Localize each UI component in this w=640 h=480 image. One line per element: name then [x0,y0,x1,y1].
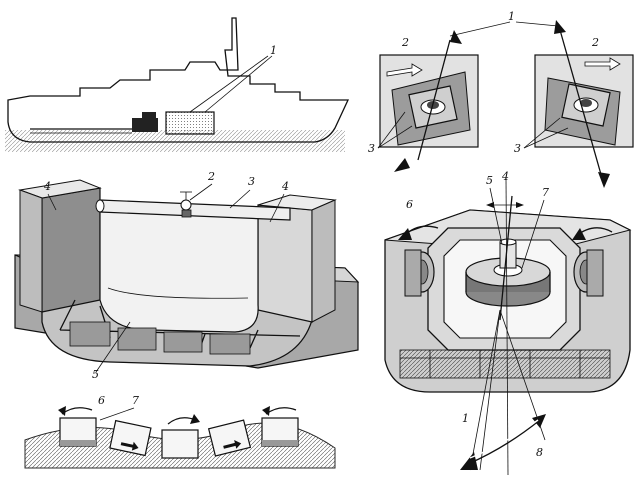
label-4-gyro: 4 [501,170,509,183]
label-1-gyro: 1 [462,412,469,425]
label-1-ship: 1 [270,44,277,57]
rolling-stabilizer-views: 2 3 2 3 1 [368,10,634,188]
trunnion-right [573,249,604,297]
label-2-left: 2 [401,36,409,49]
label-2-right: 2 [591,36,599,49]
label-4-tank-left: 4 [43,180,51,193]
stabilizer-view-left: 2 3 [368,30,479,172]
label-7-gyro: 7 [542,186,549,199]
engine-block [132,118,158,132]
gyro-flywheel [465,238,551,307]
arrow-2-left [386,63,423,77]
arrow-2-right [584,57,621,71]
box-2 [109,419,152,457]
water-band [5,130,345,152]
tank-location [165,111,215,135]
label-2-tank: 2 [207,170,215,183]
label-1-top: 1 [508,10,515,23]
box-1 [59,417,97,447]
wave-sequence: 6 7 [24,394,336,469]
label-3-right: 3 [514,142,521,155]
box-4 [207,419,252,457]
label-7-waves: 7 [132,394,139,407]
box-5 [261,417,299,447]
label-6-waves: 6 [98,394,105,407]
trunnion-left [404,249,435,297]
label-5-gyro: 5 [486,174,493,187]
ship-hull [7,17,350,143]
air-duct-pipe [95,191,291,221]
label-4-tank-right: 4 [281,180,289,193]
label-5-tank: 5 [92,368,99,381]
box-3 [161,429,199,459]
ship-profile: 1 [5,17,350,152]
gyroscope-assembly: 6 5 4 7 1 8 [384,170,632,476]
label-6-gyro: 6 [406,198,413,211]
stabilizer-view-right: 2 3 [514,20,634,188]
floor-frames [59,299,301,355]
label-3-left: 3 [368,142,375,155]
u-tank-cutaway: 2 3 4 4 5 [14,170,360,381]
label-3-tank: 3 [248,175,255,188]
label-8-gyro: 8 [536,446,543,459]
